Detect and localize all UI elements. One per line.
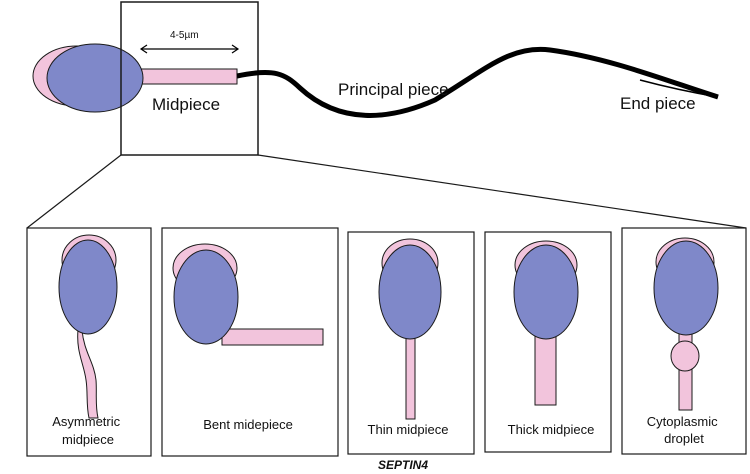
midpiece-label: Midpiece xyxy=(152,95,220,114)
top-midpiece-bar xyxy=(135,68,238,85)
nucleus xyxy=(653,240,719,336)
zoom-lines xyxy=(26,154,747,229)
nucleus xyxy=(513,244,579,340)
panel-frame xyxy=(161,227,339,457)
panel-label-line-1: Thick midpiece xyxy=(508,422,595,437)
panel-label-line-2: droplet xyxy=(664,431,704,446)
panel-frame xyxy=(347,231,475,455)
principal-piece-label: Principal piece xyxy=(338,80,449,99)
scale-arrow xyxy=(139,44,240,54)
panel-asymmetric-midpiece: Asymmetric midpiece xyxy=(26,227,152,457)
top-nucleus xyxy=(46,43,144,113)
panel-frame xyxy=(621,227,747,455)
gene-label: SEPTIN4 xyxy=(378,458,428,472)
scale-label: 4-5µm xyxy=(170,30,199,41)
midpiece-asymmetric xyxy=(77,329,99,419)
panel-bent-midepiece: Bent midepiece xyxy=(161,227,339,457)
panel-label-line-1: Asymmetric xyxy=(52,414,120,429)
panel-label-line-1: Thin midpiece xyxy=(368,422,449,437)
panel-label-line-1: Cytoplasmic xyxy=(647,414,718,429)
nucleus xyxy=(58,239,118,335)
panel-label-line-2: midpiece xyxy=(62,432,114,447)
panel-label: Bent midepiece xyxy=(203,417,293,432)
panel-label-line-1: Bent midepiece xyxy=(203,417,293,432)
nucleus xyxy=(173,249,239,345)
midpiece-bent xyxy=(221,328,324,346)
midpiece-thin xyxy=(405,337,416,420)
panel-thin-midpiece: Thin midpiece xyxy=(347,231,475,455)
panel-label: Cytoplasmic droplet xyxy=(647,414,721,446)
whole-sperm: 4-5µm Midpiece Principal piece End piece xyxy=(32,1,719,156)
nucleus xyxy=(378,244,442,340)
panel-cytoplasmic-droplet: Cytoplasmic droplet xyxy=(621,227,747,455)
panel-label: Thick midpiece xyxy=(508,422,595,437)
panel-thick-midpiece: Thick midpiece xyxy=(484,231,612,453)
end-piece-tail xyxy=(639,79,719,98)
principal-piece-tail xyxy=(236,46,719,118)
panel-label: Thin midpiece xyxy=(368,422,449,437)
end-piece-label: End piece xyxy=(620,94,696,113)
panel-label: Asymmetric midpiece xyxy=(52,414,124,447)
panel-frame xyxy=(484,231,612,453)
panel-frame xyxy=(26,227,152,457)
midpiece-thick xyxy=(534,331,557,406)
cytoplasmic-droplet-blob xyxy=(670,340,700,372)
midpiece-zoom-box xyxy=(120,1,259,156)
